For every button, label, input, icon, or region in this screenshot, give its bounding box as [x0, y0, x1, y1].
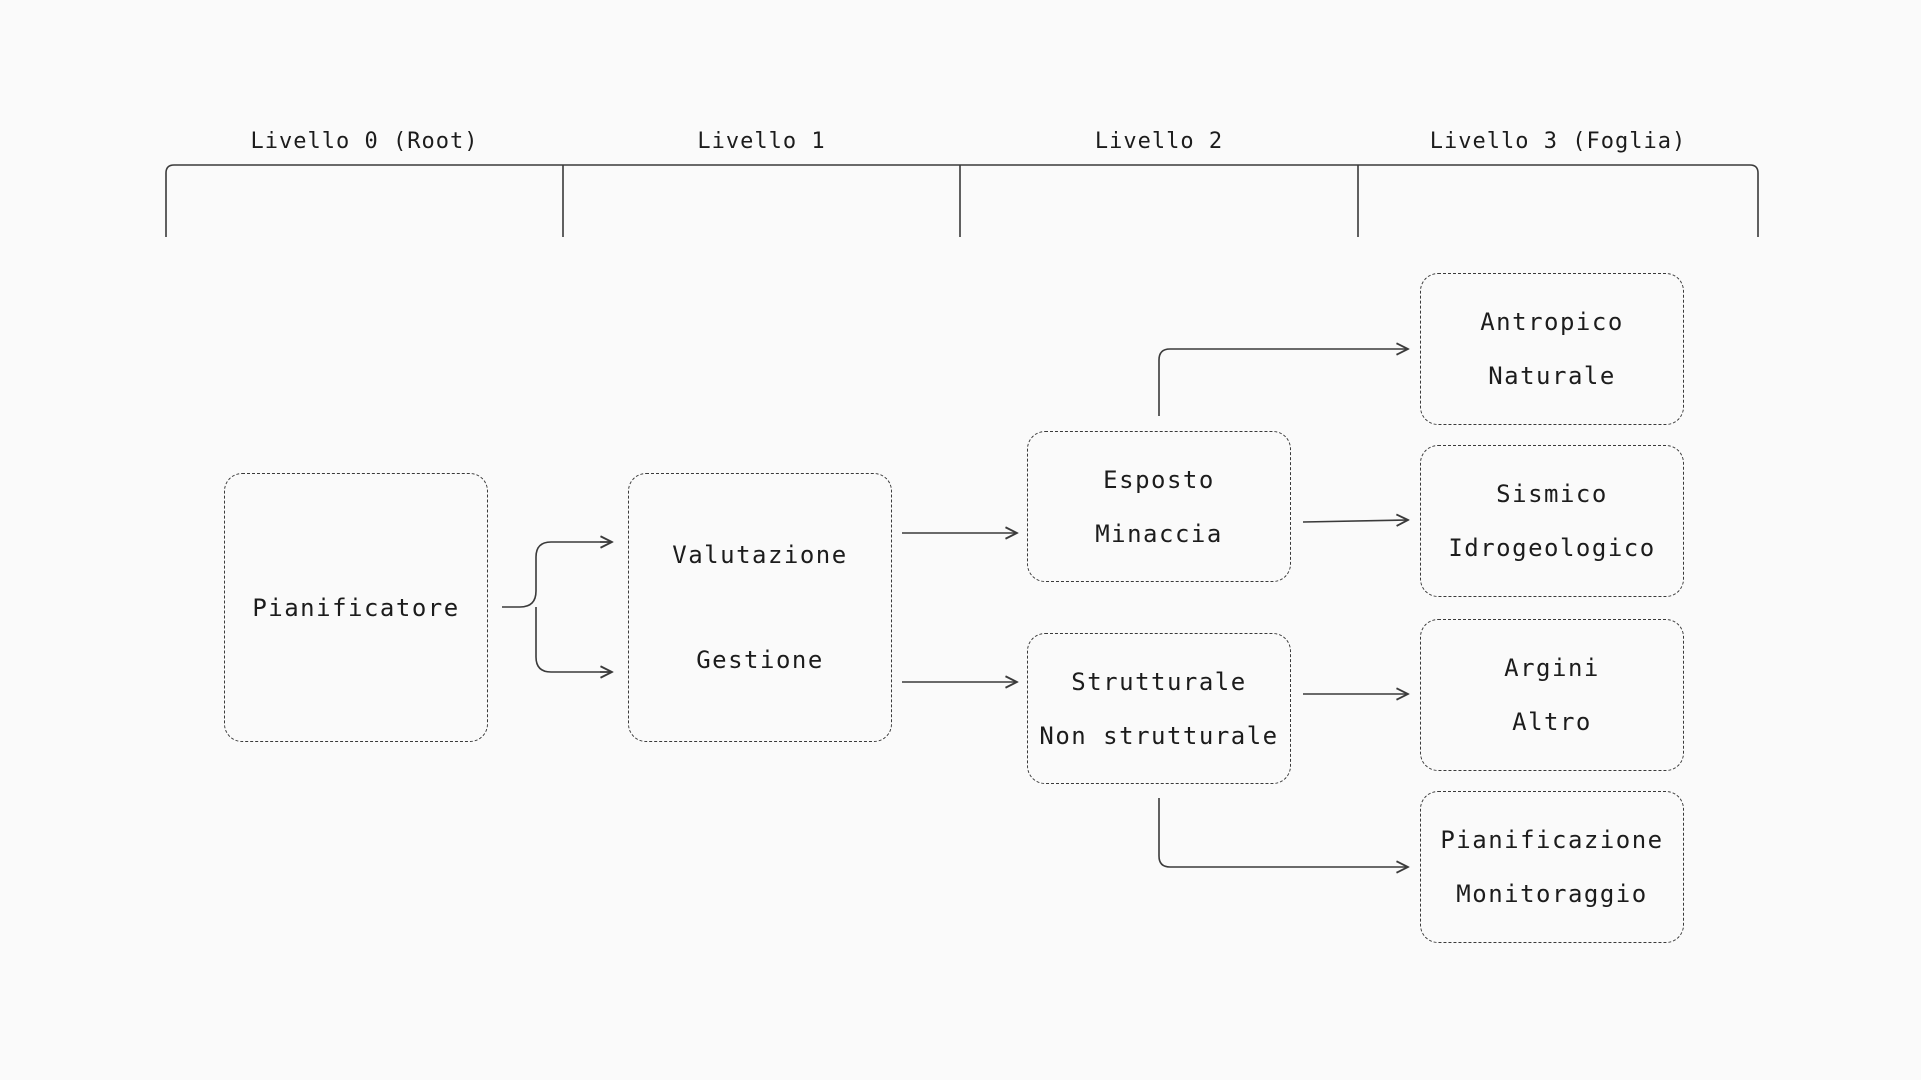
node-argini-label: Argini — [1504, 654, 1600, 682]
node-esposto-label: Esposto — [1103, 465, 1215, 494]
node-altro-label: Altro — [1512, 708, 1592, 736]
node-monitoraggio-label: Monitoraggio — [1456, 880, 1648, 908]
arrow-esposto-to-antropico — [1158, 349, 1408, 416]
node-level2-bottom: Strutturale Non strutturale — [1027, 633, 1291, 784]
node-strutturale-label: Strutturale — [1071, 667, 1247, 696]
arrow-minaccia-to-sismico — [1302, 520, 1408, 522]
node-naturale-label: Naturale — [1488, 362, 1616, 390]
node-level3-box3: Argini Altro — [1420, 619, 1684, 771]
node-root: Pianificatore — [224, 473, 488, 742]
node-gestione-label: Gestione — [696, 646, 824, 675]
node-idrogeologico-label: Idrogeologico — [1448, 534, 1656, 562]
level-1-header: Livello 1 — [697, 129, 826, 154]
level-header-bracket — [165, 164, 1759, 237]
level-0-header: Livello 0 (Root) — [250, 129, 479, 154]
connector-root-to-level1 — [502, 541, 612, 673]
node-level3-box2: Sismico Idrogeologico — [1420, 445, 1684, 597]
level-3-header: Livello 3 (Foglia) — [1429, 129, 1687, 154]
node-antropico-label: Antropico — [1480, 308, 1624, 336]
node-sismico-label: Sismico — [1496, 480, 1608, 508]
node-level2-top: Esposto Minaccia — [1027, 431, 1291, 582]
node-level3-box4: Pianificazione Monitoraggio — [1420, 791, 1684, 943]
node-root-label: Pianificatore — [252, 593, 460, 622]
node-pianificazione-label: Pianificazione — [1440, 826, 1664, 854]
arrow-nonstrutturale-to-pianificazione — [1158, 798, 1408, 867]
node-valutazione-label: Valutazione — [672, 540, 848, 569]
node-minaccia-label: Minaccia — [1095, 519, 1223, 548]
node-nonstrutturale-label: Non strutturale — [1039, 721, 1279, 750]
node-level3-box1: Antropico Naturale — [1420, 273, 1684, 425]
node-level1: Valutazione Gestione — [628, 473, 892, 742]
level-2-header: Livello 2 — [1094, 129, 1224, 154]
